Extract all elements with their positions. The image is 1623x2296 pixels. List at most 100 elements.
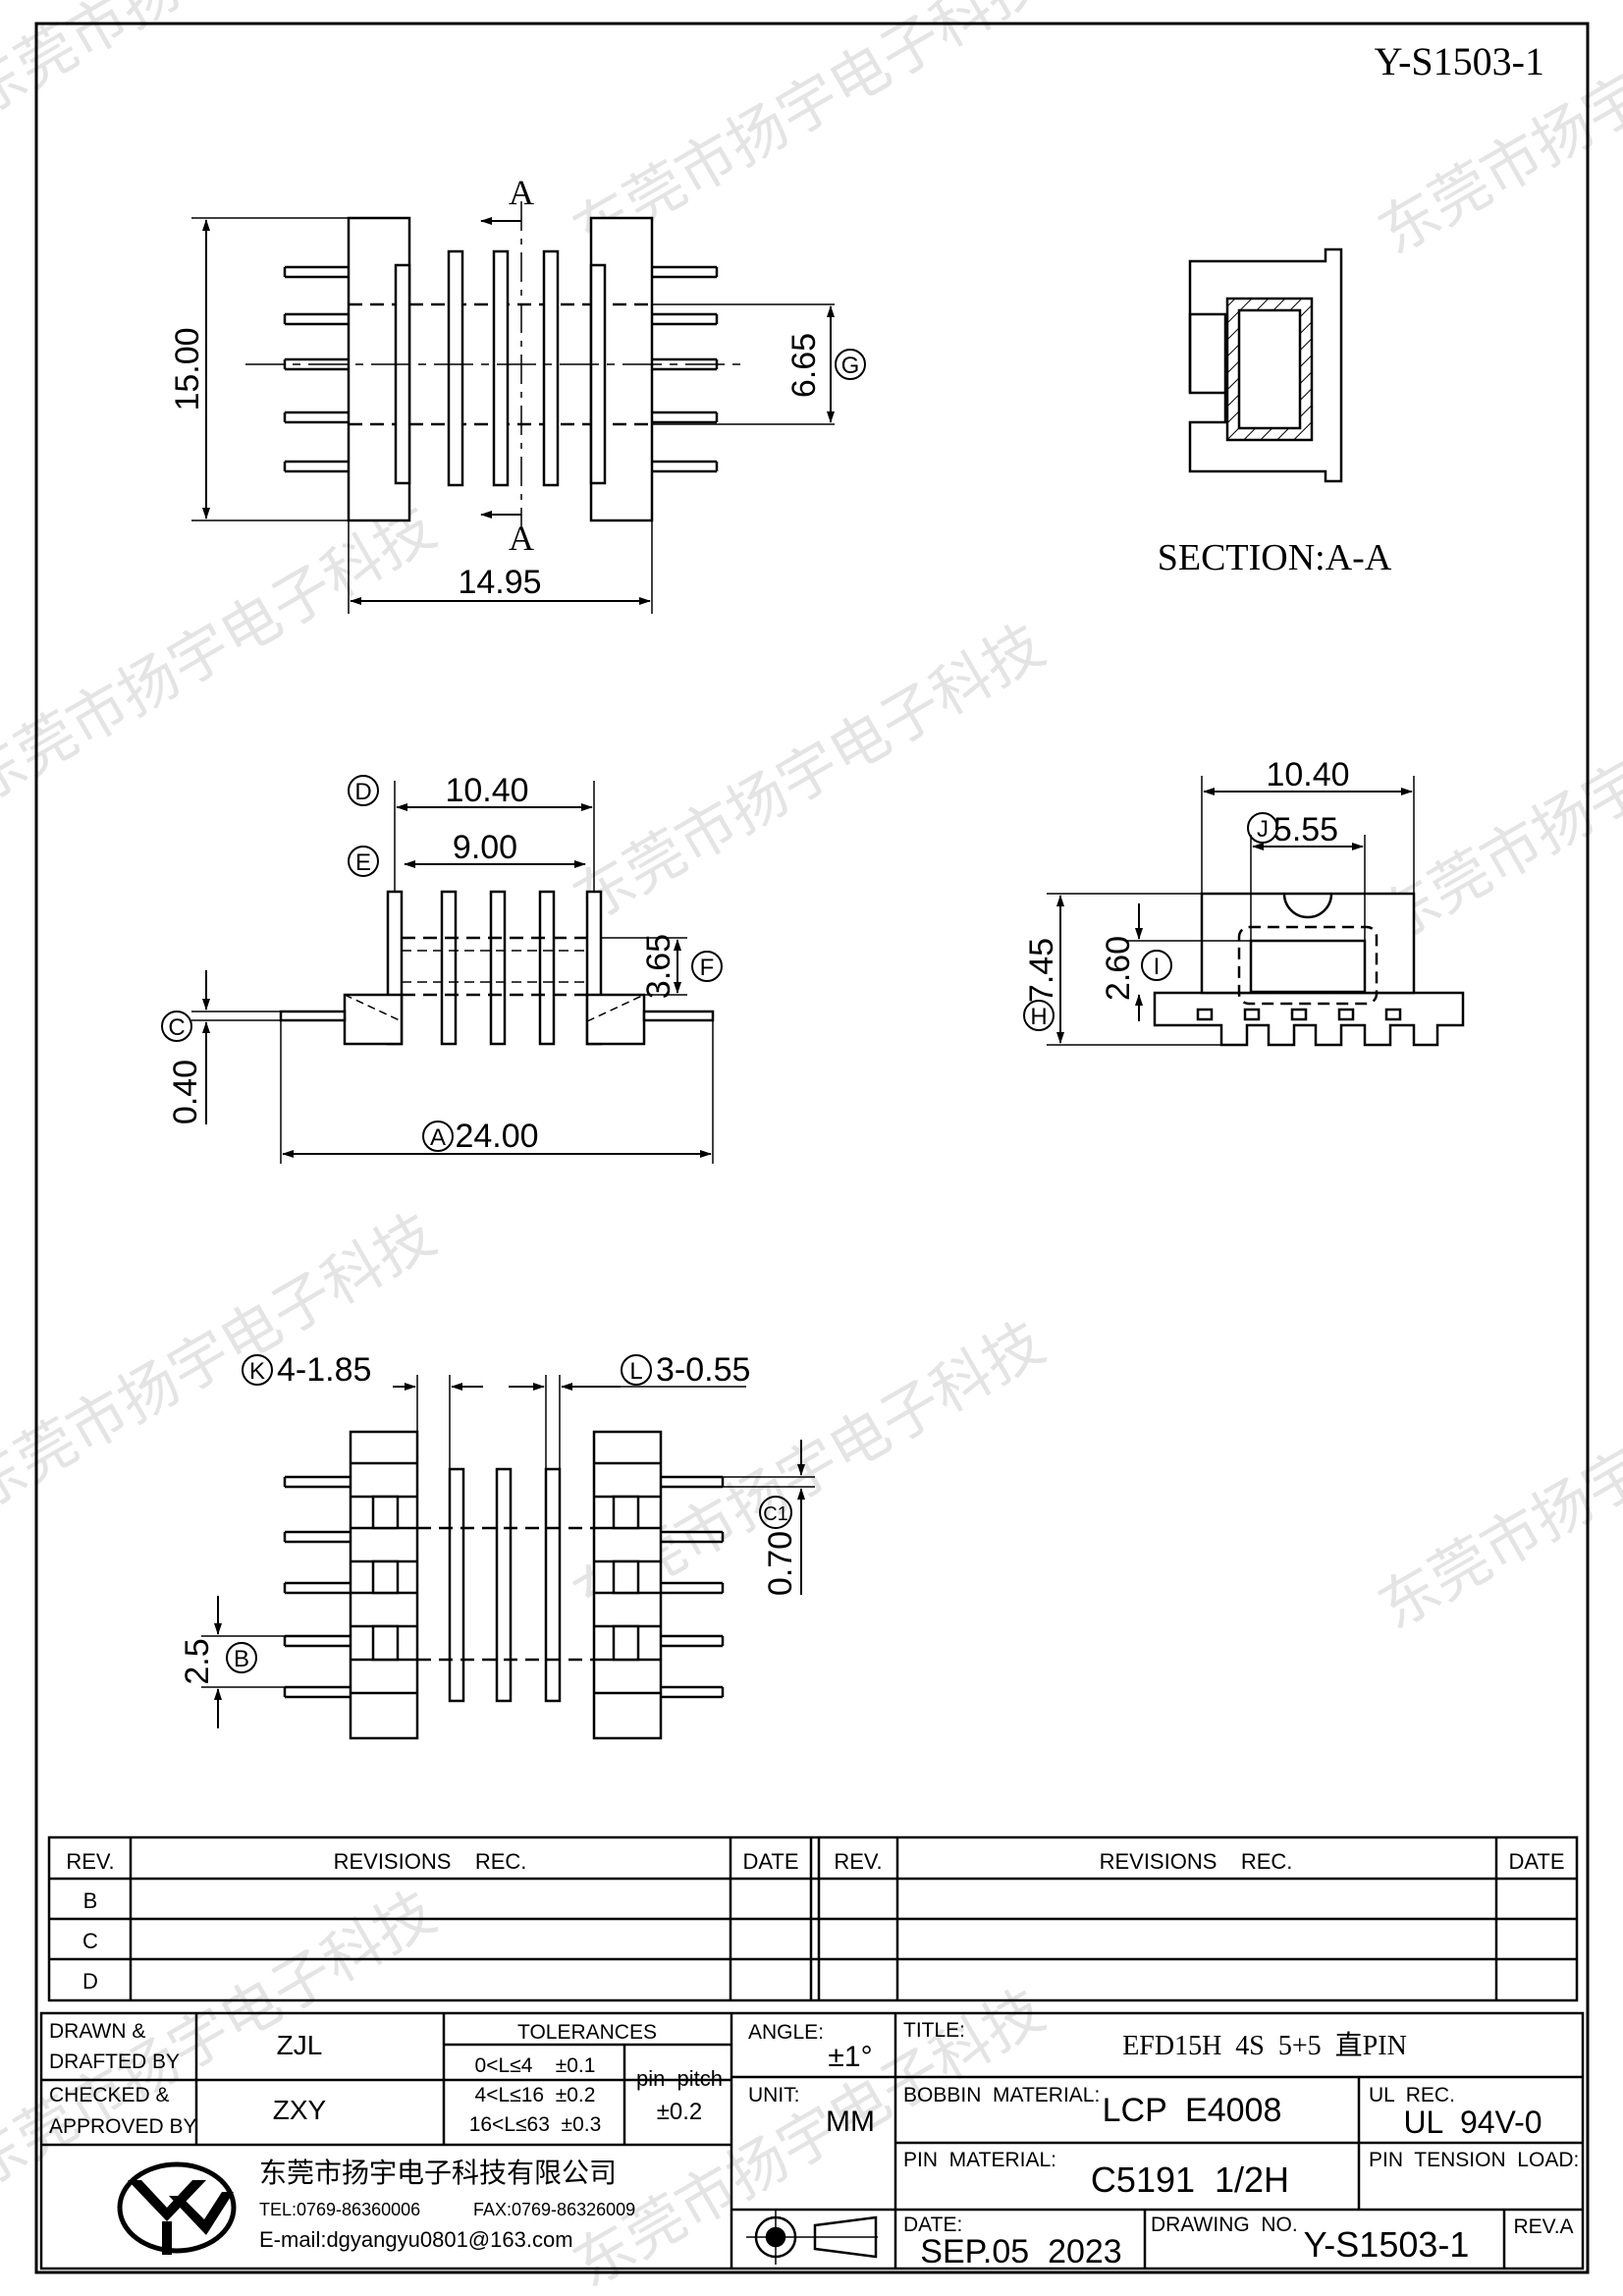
bobbin-material-value: LCP E4008 <box>1103 2092 1282 2129</box>
dim-width: 14.95 <box>458 564 541 601</box>
date-value: SEP.05 2023 <box>920 2233 1121 2270</box>
bobbin-material-label: BOBBIN MATERIAL: <box>903 2084 1100 2106</box>
drawn-label-2: DRAFTED BY <box>49 2050 180 2073</box>
dim-c: 0.40 <box>167 1060 204 1124</box>
callout-j <box>1247 812 1278 844</box>
callout-l <box>621 1354 652 1386</box>
rev-row-c: C <box>82 1929 98 1953</box>
callout-i-label: I <box>1154 954 1161 980</box>
section-mark-bottom: A <box>509 519 534 558</box>
callout-k <box>242 1354 273 1386</box>
callout-c1 <box>759 1496 792 1529</box>
tolerance-1: 0<L≤4 ±0.1 <box>475 2054 596 2077</box>
checked-label-2: APPROVED BY <box>49 2115 197 2138</box>
pin-pitch-value: ±0.2 <box>657 2099 703 2125</box>
dim-c1: 0.70 <box>762 1531 799 1596</box>
rev-header: REV. <box>66 1849 114 1874</box>
dim-l: 3-0.55 <box>656 1351 750 1389</box>
section-mark-top: A <box>509 173 534 212</box>
callout-f <box>691 951 723 982</box>
dim-end-top: 10.40 <box>1266 756 1349 793</box>
callout-c1-label: C1 <box>763 1503 788 1525</box>
watermark: 东莞市扬宇电子科技 <box>563 611 1056 936</box>
unit-value: MM <box>826 2105 875 2138</box>
callout-e <box>348 846 379 877</box>
dim-pitch-span: 6.65 <box>785 333 823 398</box>
pin-material-value: C5191 1/2H <box>1091 2159 1289 2200</box>
callout-h-label: H <box>1030 1004 1047 1030</box>
dim-k: 4-1.85 <box>277 1351 371 1389</box>
dim-b: 2.5 <box>179 1638 216 1684</box>
date-header-2: DATE <box>1508 1849 1564 1874</box>
sheet-border <box>34 22 1590 2274</box>
callout-g <box>835 349 866 380</box>
angle-value: ±1° <box>828 2041 872 2073</box>
dim-j: 5.55 <box>1273 811 1338 848</box>
callout-i <box>1141 950 1172 981</box>
tolerance-2: 4<L≤16 ±0.2 <box>475 2084 596 2106</box>
rev-row-b: B <box>83 1888 98 1913</box>
side-view <box>191 781 715 1164</box>
drawn-by: ZJL <box>277 2030 323 2060</box>
rec-header: REVISIONS REC. <box>334 1849 527 1874</box>
callout-d <box>348 775 379 806</box>
rec-header-2: REVISIONS REC. <box>1100 1849 1293 1874</box>
ul-value: UL 94V-0 <box>1403 2105 1542 2140</box>
section-view <box>1188 247 1343 483</box>
title-value: EFD15H 4S 5+5 直PIN <box>1122 2030 1407 2061</box>
callout-c-label: C <box>168 1014 185 1041</box>
callout-j-label: J <box>1257 816 1269 843</box>
company-fax: FAX:0769-86326009 <box>473 2200 635 2219</box>
watermark: 东莞市扬宇电子科技 <box>1368 1318 1623 1643</box>
company-email: E-mail:dgyangyu0801@163.com <box>259 2227 573 2252</box>
drawn-label-1: DRAWN & <box>49 2020 145 2043</box>
callout-e-label: E <box>355 849 371 876</box>
watermark: 东莞市扬宇电子科技 <box>0 0 447 131</box>
angle-label: ANGLE: <box>748 2021 824 2044</box>
dim-e: 9.00 <box>453 829 517 866</box>
company-tel: TEL:0769-86360006 <box>259 2200 420 2219</box>
drawing-code: Y-S1503-1 <box>1375 39 1544 83</box>
title-label: TITLE: <box>903 2019 965 2042</box>
dim-d: 10.40 <box>445 772 528 809</box>
callout-h <box>1023 1000 1055 1031</box>
end-view <box>1047 776 1465 1047</box>
checked-by: ZXY <box>273 2095 327 2125</box>
drawing-no-label: DRAWING NO. <box>1151 2214 1298 2236</box>
tolerances-label: TOLERANCES <box>517 2021 657 2044</box>
top-view <box>191 201 835 614</box>
watermark: 东莞市扬宇电子科技 <box>0 493 447 818</box>
title-block <box>39 2011 1585 2270</box>
date-header: DATE <box>742 1849 798 1874</box>
pin-pitch-label: pin pitch <box>636 2066 723 2091</box>
callout-a-label: A <box>430 1124 446 1151</box>
callout-d-label: D <box>354 779 371 805</box>
dim-height: 15.00 <box>169 327 206 410</box>
company-logo: YY <box>117 2161 237 2255</box>
drawing-no-value: Y-S1503-1 <box>1304 2224 1470 2265</box>
dim-i: 2.60 <box>1100 936 1137 1001</box>
company-name: 东莞市扬宇电子科技有限公司 <box>259 2157 617 2189</box>
callout-b <box>226 1642 257 1673</box>
pin-tension-label: PIN TENSION LOAD: <box>1369 2149 1579 2171</box>
section-label: SECTION:A-A <box>1158 537 1392 578</box>
callout-c <box>161 1011 192 1042</box>
callout-b-label: B <box>234 1646 249 1672</box>
rev-row-d: D <box>82 1969 98 1994</box>
dim-h: 7.45 <box>1023 938 1060 1003</box>
checked-label-1: CHECKED & <box>49 2084 170 2106</box>
unit-label: UNIT: <box>748 2084 800 2106</box>
bottom-view <box>201 1375 815 1740</box>
callout-l-label: L <box>629 1358 642 1385</box>
ul-label: UL REC. <box>1369 2084 1455 2106</box>
dim-f: 3.65 <box>640 934 677 999</box>
callout-k-label: K <box>249 1358 265 1385</box>
callout-f-label: F <box>700 955 715 981</box>
date-label: DATE: <box>903 2214 962 2236</box>
rev-header-2: REV. <box>834 1849 882 1874</box>
callout-g-label: G <box>841 353 860 379</box>
rev-value: REV.A <box>1513 2215 1573 2238</box>
projection-symbol <box>746 2210 878 2265</box>
revision-table <box>47 1835 1579 2002</box>
